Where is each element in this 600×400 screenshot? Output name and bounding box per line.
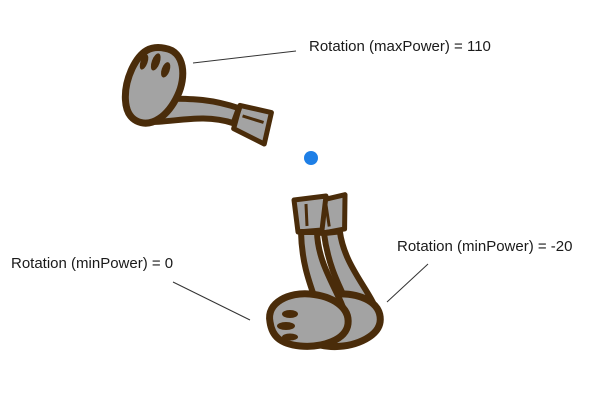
leader-line-min0 xyxy=(172,281,251,321)
pivot-point xyxy=(304,151,318,165)
leader-line-max xyxy=(192,50,297,64)
leader-line-min20 xyxy=(386,263,429,303)
foot-max-power xyxy=(115,40,283,165)
label-min-power-neg: Rotation (minPower) = -20 xyxy=(397,238,573,255)
label-min-power-zero: Rotation (minPower) = 0 xyxy=(11,255,174,272)
label-max-power: Rotation (maxPower) = 110 xyxy=(309,38,491,55)
